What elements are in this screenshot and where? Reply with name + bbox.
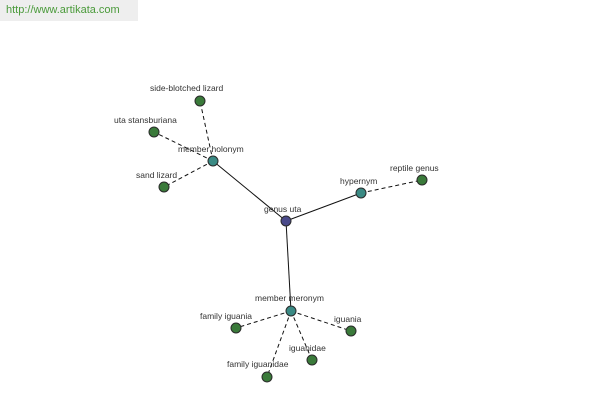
edge-genus-uta-to-hypernym bbox=[285, 192, 362, 222]
node-dot-family-iguanidae[interactable] bbox=[261, 371, 273, 383]
node-dot-uta-stansburiana[interactable] bbox=[148, 126, 160, 138]
edge-member-meronym-to-iguanidae bbox=[290, 310, 313, 361]
edge-member-holonym-to-side-blotched-lizard bbox=[199, 100, 214, 162]
node-side-blotched-lizard[interactable]: side-blotched lizard bbox=[150, 83, 224, 107]
edge-member-holonym-to-uta-stansburiana bbox=[153, 131, 214, 162]
node-dot-sand-lizard[interactable] bbox=[158, 181, 170, 193]
node-iguania[interactable]: iguania bbox=[334, 314, 362, 337]
graph-nodes: genus uta member holonym hypernym member me… bbox=[114, 83, 439, 383]
node-label-uta-stansburiana: uta stansburiana bbox=[114, 115, 177, 125]
node-label-family-iguania: family iguania bbox=[200, 311, 252, 321]
node-uta-stansburiana[interactable]: uta stansburiana bbox=[114, 115, 177, 138]
node-label-member-holonym: member holonym bbox=[178, 144, 244, 154]
node-sand-lizard[interactable]: sand lizard bbox=[136, 170, 177, 193]
node-member-holonym[interactable]: member holonym bbox=[178, 144, 244, 167]
node-dot-iguanidae[interactable] bbox=[306, 354, 318, 366]
node-genus-uta[interactable]: genus uta bbox=[264, 204, 302, 227]
node-member-meronym[interactable]: member meronym bbox=[255, 293, 324, 317]
node-hypernym[interactable]: hypernym bbox=[340, 176, 377, 199]
node-dot-iguania[interactable] bbox=[345, 325, 357, 337]
node-family-iguanidae[interactable]: family iguanidae bbox=[227, 359, 289, 383]
node-label-genus-uta: genus uta bbox=[264, 204, 302, 214]
node-label-member-meronym: member meronym bbox=[255, 293, 324, 303]
edge-member-meronym-to-iguania bbox=[290, 310, 352, 332]
graph-edges bbox=[153, 100, 423, 378]
node-dot-genus-uta[interactable] bbox=[280, 215, 292, 227]
node-label-reptile-genus: reptile genus bbox=[390, 163, 439, 173]
node-label-iguania: iguania bbox=[334, 314, 362, 324]
edge-member-meronym-to-family-iguanidae bbox=[266, 310, 292, 378]
edge-genus-uta-to-member-meronym bbox=[285, 220, 292, 312]
node-label-iguanidae: iguanidae bbox=[289, 343, 326, 353]
node-dot-hypernym[interactable] bbox=[355, 187, 367, 199]
edge-genus-uta-to-member-holonym bbox=[212, 160, 287, 222]
node-label-hypernym: hypernym bbox=[340, 176, 377, 186]
node-dot-side-blotched-lizard[interactable] bbox=[194, 95, 206, 107]
edge-hypernym-to-reptile-genus bbox=[360, 179, 423, 194]
node-family-iguania[interactable]: family iguania bbox=[200, 311, 252, 334]
node-label-family-iguanidae: family iguanidae bbox=[227, 359, 289, 369]
edge-member-holonym-to-sand-lizard bbox=[163, 160, 214, 188]
edge-member-meronym-to-family-iguania bbox=[235, 310, 292, 329]
node-label-side-blotched-lizard: side-blotched lizard bbox=[150, 83, 224, 93]
node-dot-member-holonym[interactable] bbox=[207, 155, 219, 167]
node-dot-family-iguania[interactable] bbox=[230, 322, 242, 334]
node-reptile-genus[interactable]: reptile genus bbox=[390, 163, 439, 186]
node-iguanidae[interactable]: iguanidae bbox=[289, 343, 326, 366]
node-dot-member-meronym[interactable] bbox=[285, 305, 297, 317]
source-url[interactable]: http://www.artikata.com bbox=[0, 0, 138, 21]
node-dot-reptile-genus[interactable] bbox=[416, 174, 428, 186]
node-label-sand-lizard: sand lizard bbox=[136, 170, 177, 180]
